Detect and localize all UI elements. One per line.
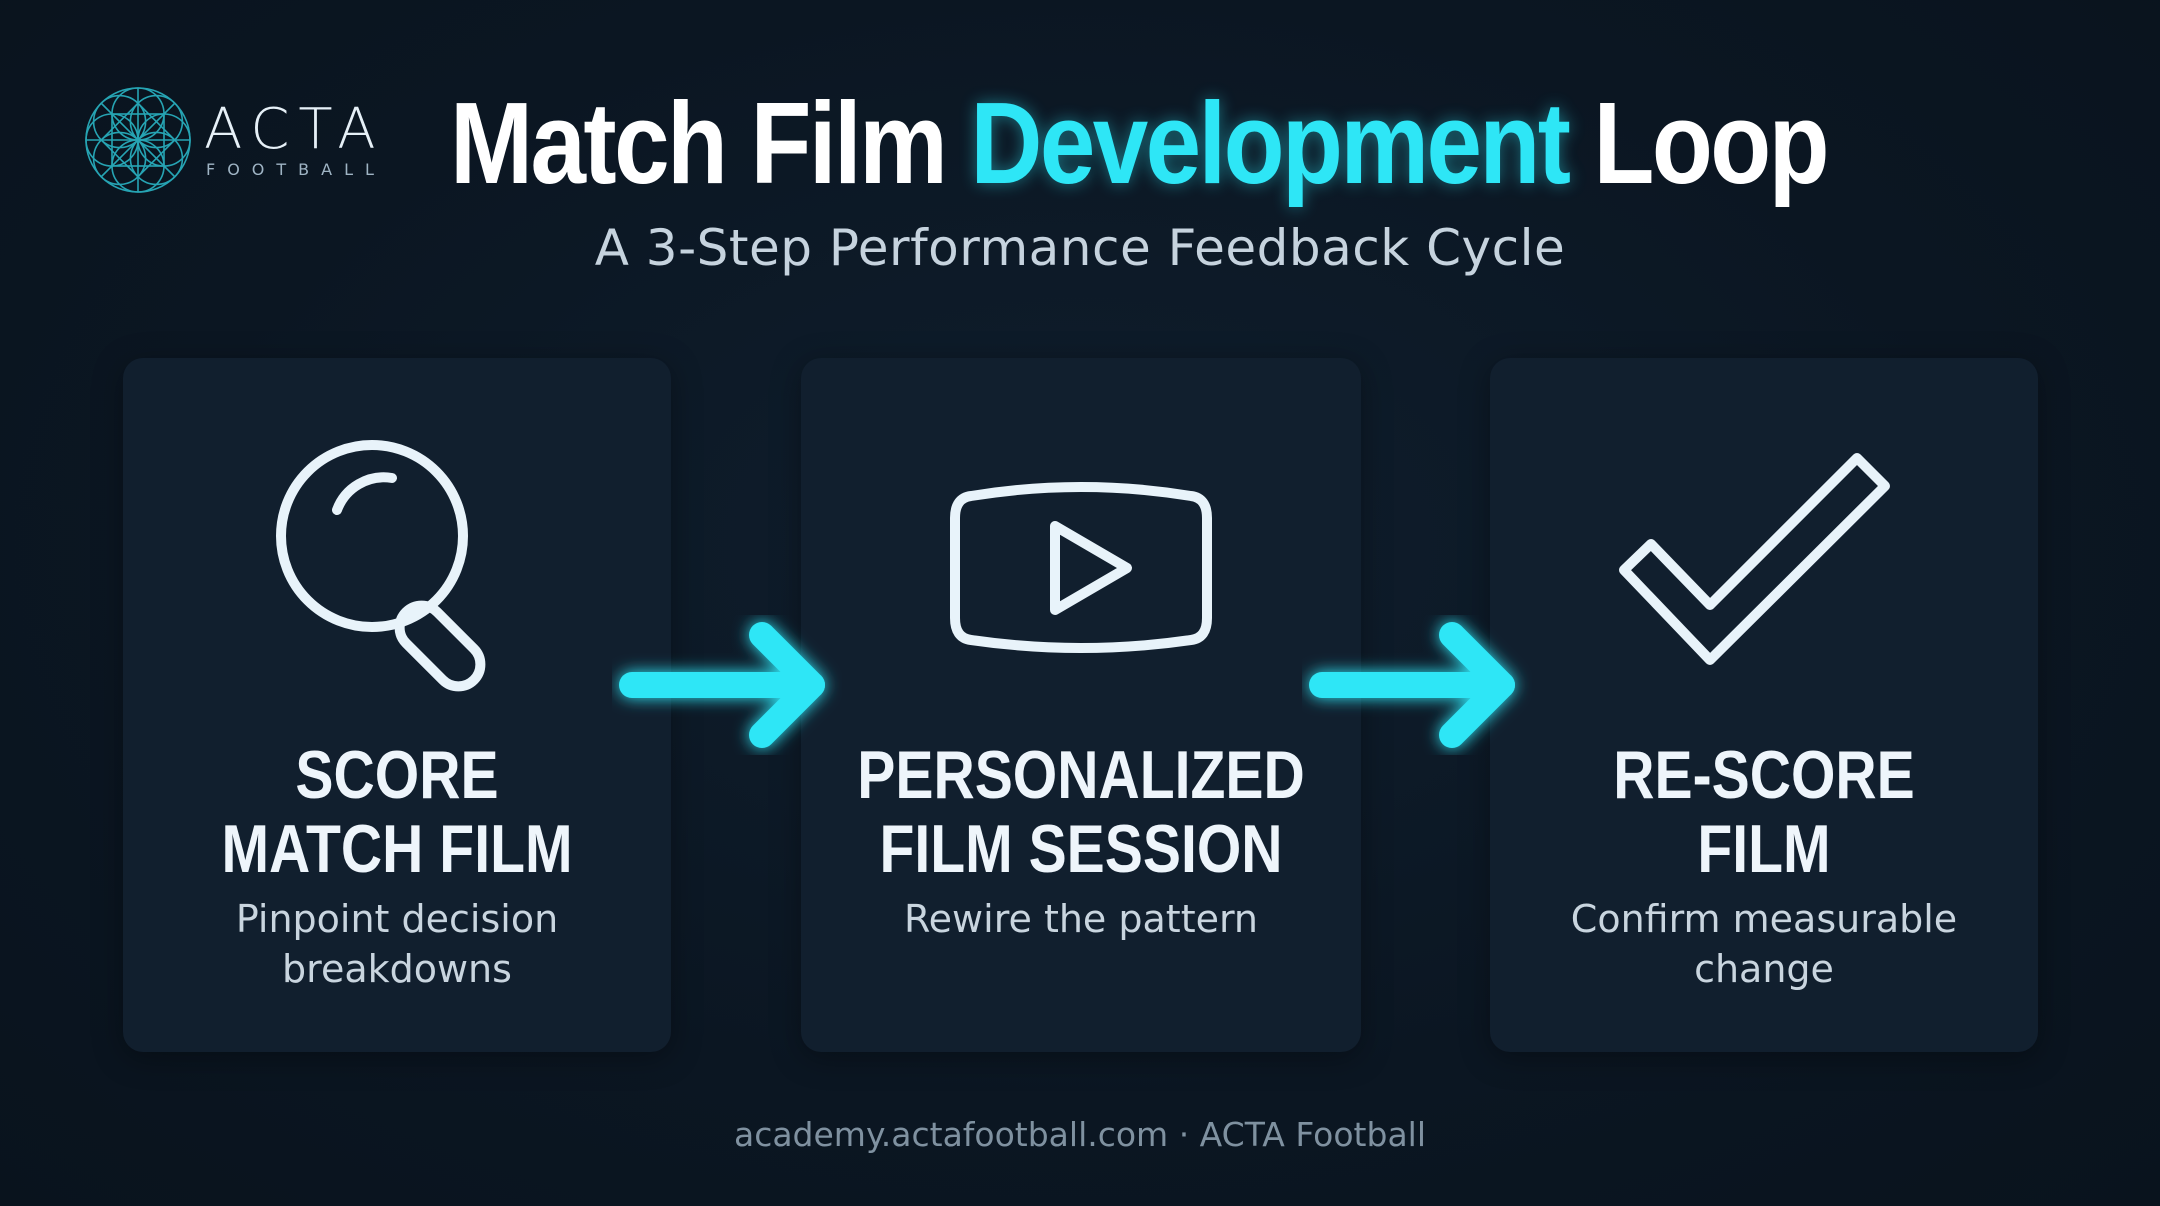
step-description: Pinpoint decision breakdowns [235, 897, 559, 991]
arrow-right-icon [1309, 622, 1515, 748]
checkmark-icon [1619, 453, 1890, 665]
brand-subname: FOOTBALL [206, 160, 386, 179]
step-description: Rewire the pattern [903, 897, 1259, 941]
brand-name: ACTA [204, 97, 385, 162]
acta-logo: ACTA FOOTBALL [82, 82, 392, 194]
step-card-score-match-film: SCORE MATCH FILM Pinpoint decision break… [123, 358, 671, 1052]
step-title: RE-SCORE FILM [1613, 737, 1915, 887]
play-button-icon [950, 482, 1212, 653]
page-subtitle: A 3-Step Performance Feedback Cycle [594, 219, 1566, 277]
footer-text: academy.actafootball.com · ACTA Football [733, 1115, 1427, 1154]
step-card-personalized-film-session: PERSONALIZED FILM SESSION Rewire the pat… [801, 358, 1361, 1052]
step-title: SCORE MATCH FILM [221, 737, 573, 887]
title-part-1: Match Film [450, 78, 971, 208]
arrow-right-icon [619, 622, 825, 748]
page-title: Match Film Development Loop [450, 78, 1830, 208]
step-card-re-score-film: RE-SCORE FILM Confirm measurable change [1490, 358, 2038, 1052]
title-accent: Development [970, 78, 1571, 208]
title-part-2: Loop [1568, 78, 1830, 208]
magnifying-glass-icon [276, 440, 486, 692]
geometric-flower-icon [85, 87, 191, 193]
step-description: Confirm measurable change [1570, 897, 1958, 991]
step-title: PERSONALIZED FILM SESSION [857, 737, 1305, 887]
